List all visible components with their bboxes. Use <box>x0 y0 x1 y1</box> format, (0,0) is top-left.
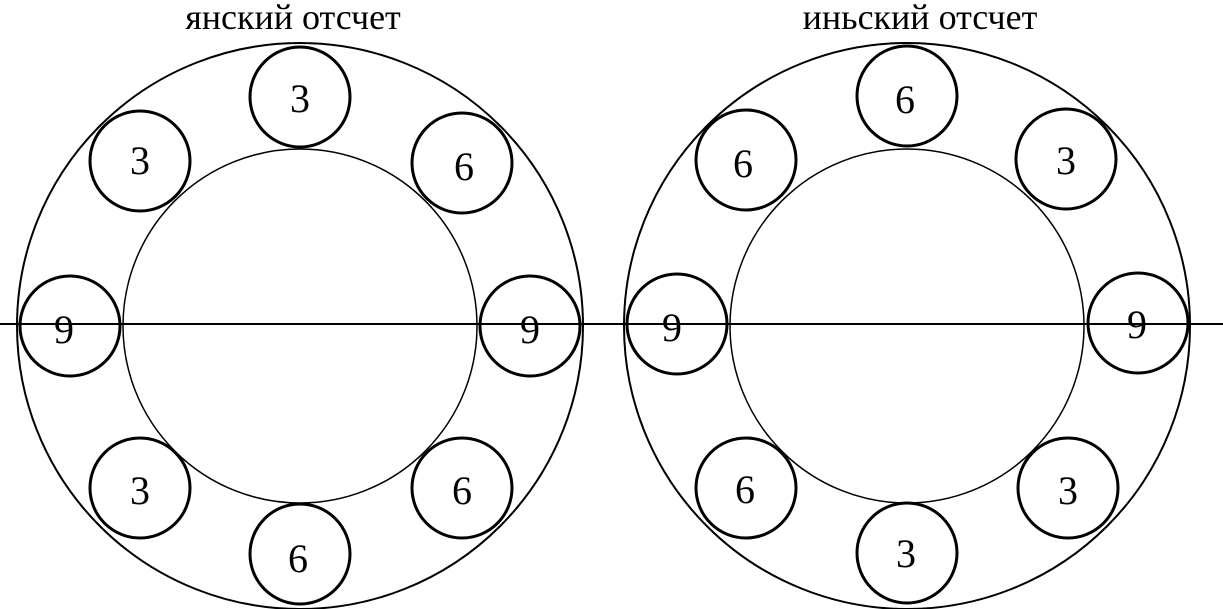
yang-node-top-left-label: 3 <box>130 138 150 183</box>
yang-node-top: 3 <box>248 45 352 149</box>
yang-outer-ring <box>16 42 584 609</box>
yang-node-bottom: 6 <box>248 502 352 606</box>
yin-outer-ring <box>623 42 1191 609</box>
yin-node-bottom-label: 3 <box>896 531 916 576</box>
yang-inner-ring <box>122 148 478 504</box>
yang-node-top-right: 6 <box>410 111 514 215</box>
yin-node-top-label: 6 <box>895 77 915 122</box>
yin-node-bottom-right: 3 <box>1016 436 1120 540</box>
yang-node-left-label: 9 <box>54 307 74 352</box>
yang-node-top-label: 3 <box>290 76 310 121</box>
yin-node-right: 9 <box>1086 271 1190 375</box>
yin-node-top-left-label: 6 <box>733 141 753 186</box>
yin-node-top-left: 6 <box>694 108 798 212</box>
yang-node-bottom-left-label: 3 <box>130 468 150 513</box>
yang-node-bottom-label: 6 <box>288 536 308 581</box>
yang-node-left: 9 <box>18 274 122 378</box>
yang-node-bottom-left: 3 <box>88 436 192 540</box>
yin-node-bottom-right-label: 3 <box>1058 468 1078 513</box>
yin-inner-ring <box>729 148 1085 504</box>
yin-node-left: 9 <box>625 272 729 376</box>
yang-node-top-right-label: 6 <box>454 144 474 189</box>
yang-node-right-label: 9 <box>520 307 540 352</box>
yang-diagram: янский отсчет 3 3 6 9 9 3 <box>16 0 584 609</box>
yin-node-top-right: 3 <box>1014 107 1118 211</box>
yin-node-bottom: 3 <box>855 501 959 605</box>
yang-node-top-left: 3 <box>88 109 192 213</box>
yang-node-bottom-right-label: 6 <box>452 468 472 513</box>
yin-node-top-right-label: 3 <box>1056 138 1076 183</box>
yin-node-right-label: 9 <box>1127 302 1147 347</box>
yin-node-bottom-left: 6 <box>694 436 798 540</box>
yin-node-bottom-left-label: 6 <box>735 467 755 512</box>
yin-diagram: иньский отсчет 6 6 3 9 9 6 <box>623 0 1191 609</box>
yin-node-top: 6 <box>855 44 959 148</box>
yin-node-left-label: 9 <box>662 305 682 350</box>
yang-title: янский отсчет <box>185 0 401 37</box>
yang-node-right: 9 <box>478 274 582 378</box>
yin-title: иньский отсчет <box>803 0 1038 37</box>
yang-node-bottom-right: 6 <box>410 436 514 540</box>
